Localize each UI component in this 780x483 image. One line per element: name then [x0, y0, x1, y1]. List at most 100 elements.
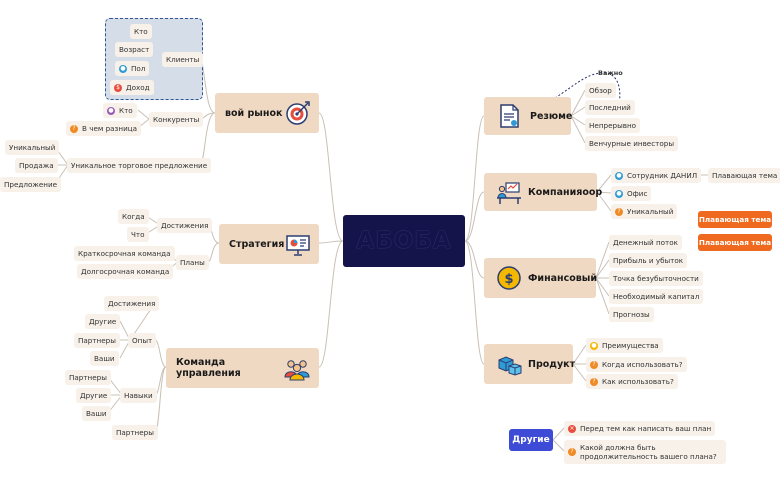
- other-item-duration[interactable]: ?Какой должна быть продолжительность ваш…: [564, 440, 726, 464]
- clients-item-who[interactable]: Кто: [130, 24, 152, 39]
- topic-financial[interactable]: $ Финансовый: [484, 258, 598, 298]
- office-desk-icon: [497, 182, 521, 204]
- svg-text:$: $: [504, 272, 513, 287]
- clients-item-age[interactable]: Возраст: [115, 42, 154, 57]
- summary-item-overview[interactable]: Обзор: [585, 83, 616, 98]
- usp-item-unique-label: Уникальный: [9, 143, 56, 152]
- achievements-item-when-label: Когда: [122, 212, 145, 221]
- skills-item-others-label: Другие: [80, 391, 108, 400]
- other-item-before[interactable]: ×Перед тем как написать ваш план: [564, 421, 716, 436]
- experience-item-others-label: Другие: [89, 317, 117, 326]
- usp-item-unique[interactable]: Уникальный: [5, 140, 60, 155]
- plans-node[interactable]: Планы: [176, 255, 209, 270]
- floating-topic-1-label: Плавающая тема: [698, 215, 772, 224]
- person-icon: ●: [615, 171, 623, 180]
- skills-item-partners-label: Партнеры: [69, 373, 107, 382]
- topic-product[interactable]: Продукт: [484, 344, 576, 384]
- product-item-advantages[interactable]: ●Преимущества: [586, 338, 663, 353]
- clients-item-age-label: Возраст: [119, 45, 150, 54]
- presentation-board-icon: [286, 235, 310, 256]
- clients-item-income-label: Доход: [126, 83, 150, 92]
- topic-product-label: Продукт: [528, 358, 576, 370]
- competitors-item-difference-label: В чем разница: [82, 124, 138, 133]
- plans-item-short[interactable]: Краткосрочная команда: [74, 246, 175, 261]
- summary-item-latest[interactable]: Последний: [585, 100, 635, 115]
- clients-node-label: Клиенты: [166, 55, 200, 64]
- product-item-how[interactable]: ? Как использовать?: [586, 374, 678, 389]
- company-item-employee[interactable]: ●Сотрудник ДАНИЛ: [611, 168, 702, 183]
- plans-item-short-label: Краткосрочная команда: [78, 249, 171, 258]
- usp-node[interactable]: Уникальное торговое предложение: [67, 158, 212, 173]
- company-item-office[interactable]: ●Офис: [611, 186, 652, 201]
- dollar-coin-icon: $: [497, 266, 521, 290]
- topic-other[interactable]: Другие: [509, 429, 553, 451]
- plans-item-long[interactable]: Долгосрочная команда: [77, 264, 174, 279]
- usp-item-sale[interactable]: Продажа: [15, 158, 58, 173]
- topic-team[interactable]: Команда управления: [166, 348, 319, 388]
- product-item-when[interactable]: ?Когда использовать?: [586, 357, 687, 372]
- clients-item-income[interactable]: $ Доход: [110, 80, 154, 95]
- usp-item-sale-label: Продажа: [19, 161, 54, 170]
- person-icon: ●: [107, 106, 115, 115]
- competitors-item-who[interactable]: ●Кто: [103, 103, 137, 118]
- question-icon: ?: [70, 124, 78, 133]
- topic-summary[interactable]: Резюме: [484, 97, 572, 135]
- experience-item-partners[interactable]: Партнеры: [74, 333, 120, 348]
- financial-item-cashflow-label: Денежный поток: [613, 238, 678, 247]
- team-people-icon: [284, 360, 310, 381]
- experience-node[interactable]: Опыт: [128, 333, 157, 348]
- summary-item-continuous[interactable]: Непрерывно: [585, 118, 641, 133]
- financial-item-breakeven[interactable]: Точка безубыточности: [609, 271, 703, 286]
- other-item-before-label: Перед тем как написать ваш план: [580, 424, 712, 433]
- financial-item-cashflow[interactable]: Денежный поток: [609, 235, 682, 250]
- central-topic[interactable]: АБОБА: [343, 215, 465, 267]
- clients-item-gender-label: Пол: [131, 64, 146, 73]
- skills-node[interactable]: Навыки: [120, 388, 157, 403]
- team-partners-node-label: Партнеры: [116, 428, 154, 437]
- summary-item-vc[interactable]: Венчурные инвесторы: [585, 136, 678, 151]
- skills-item-others[interactable]: Другие: [76, 388, 112, 403]
- achievements-item-what[interactable]: Что: [127, 227, 149, 242]
- financial-item-capital-label: Необходимый капитал: [613, 292, 700, 301]
- topic-financial-label: Финансовый: [528, 272, 598, 284]
- topic-market[interactable]: вой рынок: [215, 93, 319, 133]
- central-topic-label: АБОБА: [356, 228, 452, 254]
- experience-item-achievements[interactable]: Достижения: [104, 296, 160, 311]
- plans-item-long-label: Долгосрочная команда: [81, 267, 170, 276]
- clients-node[interactable]: Клиенты: [162, 52, 204, 67]
- topic-company[interactable]: Компанияоор: [484, 173, 602, 211]
- company-item-unique[interactable]: ?Уникальный: [611, 204, 678, 219]
- topic-other-label: Другие: [512, 435, 550, 445]
- usp-node-label: Уникальное торговое предложение: [71, 161, 208, 170]
- achievements-item-when[interactable]: Когда: [118, 209, 149, 224]
- achievements-node[interactable]: Достижения: [157, 218, 213, 233]
- clients-item-who-label: Кто: [134, 27, 148, 36]
- clients-item-gender[interactable]: ● Пол: [115, 61, 150, 76]
- document-icon: [500, 104, 519, 128]
- person-icon: ●: [119, 64, 127, 73]
- floating-topic-2[interactable]: Плавающая тема: [698, 234, 772, 251]
- smile-icon: ●: [590, 341, 598, 350]
- dollar-icon: $: [114, 83, 122, 92]
- topic-market-label: вой рынок: [225, 107, 283, 119]
- usp-item-offer[interactable]: Предложение: [0, 177, 62, 192]
- financial-item-forecasts[interactable]: Прогнозы: [609, 307, 654, 322]
- experience-item-others[interactable]: Другие: [85, 314, 121, 329]
- financial-item-forecasts-label: Прогнозы: [613, 310, 650, 319]
- experience-item-partners-label: Партнеры: [78, 336, 116, 345]
- team-partners-node[interactable]: Партнеры: [112, 425, 158, 440]
- competitors-item-difference[interactable]: ? В чем разница: [66, 121, 142, 136]
- topic-strategy[interactable]: Стратегия: [219, 224, 319, 264]
- question-icon: ?: [590, 377, 598, 386]
- skills-item-partners[interactable]: Партнеры: [65, 370, 111, 385]
- company-floating-topic[interactable]: Плавающая тема: [708, 168, 780, 183]
- financial-item-capital[interactable]: Необходимый капитал: [609, 289, 704, 304]
- competitors-node[interactable]: Конкуренты: [149, 112, 204, 127]
- topic-company-label: Компанияоор: [528, 186, 603, 198]
- product-item-how-label: Как использовать?: [602, 377, 674, 386]
- relationship-note[interactable]: Важно: [598, 69, 623, 77]
- experience-item-yours[interactable]: Ваши: [90, 351, 119, 366]
- skills-item-yours[interactable]: Ваши: [82, 406, 111, 421]
- floating-topic-1[interactable]: Плавающая тема: [698, 211, 772, 228]
- financial-item-pnl[interactable]: Прибыль и убыток: [609, 253, 688, 268]
